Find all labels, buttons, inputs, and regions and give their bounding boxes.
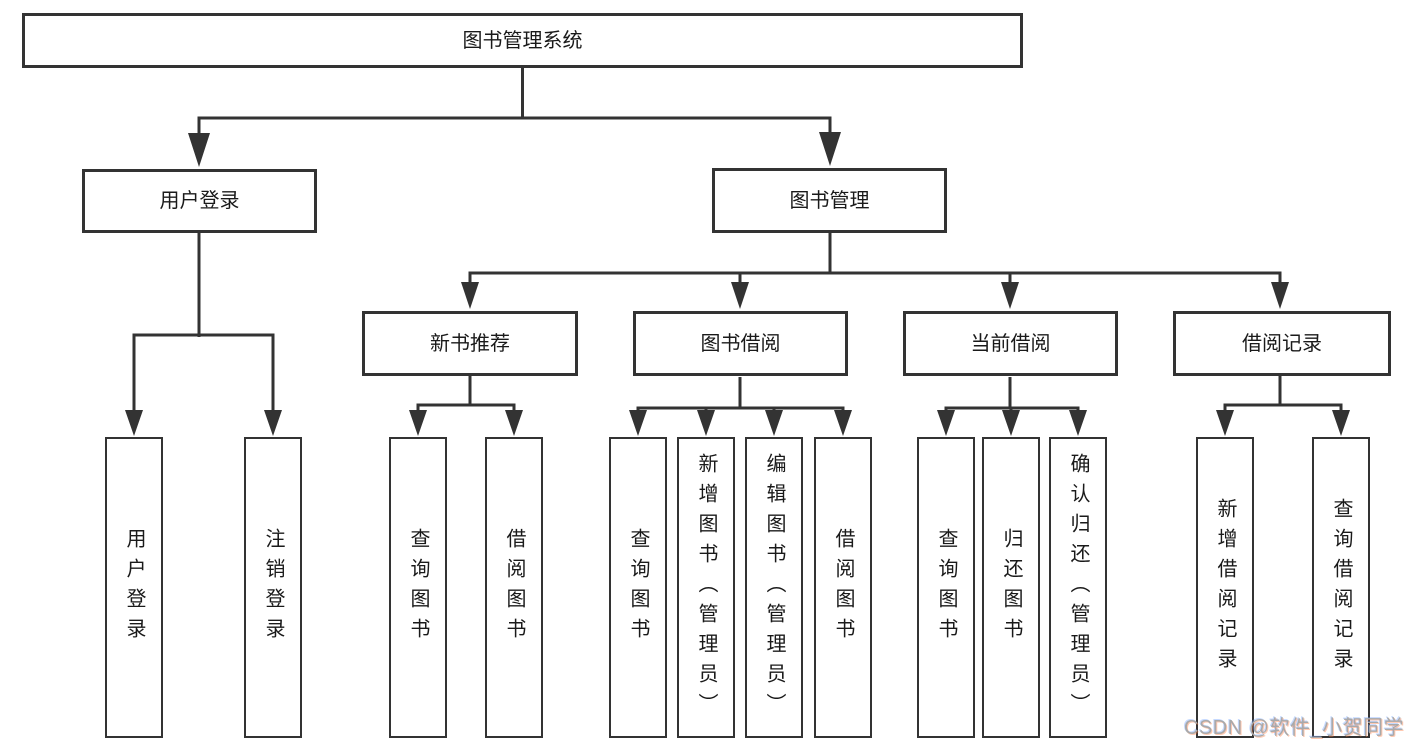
connector-book-mgmt-to-level2 bbox=[468, 231, 1282, 298]
arrowheads-level2 bbox=[461, 282, 1289, 309]
leaf-user-login: 用户登录 bbox=[105, 437, 163, 738]
connector-borrow-record-branch bbox=[1223, 375, 1343, 423]
leaf-label: 借阅图书 bbox=[503, 527, 525, 648]
node-current-borrow: 当前借阅 bbox=[903, 311, 1118, 376]
leaf-records-add-record: 新增借阅记录 bbox=[1196, 437, 1254, 738]
leaf-records-query-record: 查询借阅记录 bbox=[1312, 437, 1370, 738]
leaf-label: 确认归还（管理员） bbox=[1067, 452, 1089, 723]
leaf-label: 编辑图书（管理员） bbox=[763, 452, 785, 723]
node-label: 图书借阅 bbox=[700, 332, 781, 355]
node-book-borrow: 图书借阅 bbox=[633, 311, 848, 376]
connector-user-login-branch bbox=[132, 231, 275, 422]
node-label: 新书推荐 bbox=[430, 332, 510, 355]
leaf-recommend-borrow-book: 借阅图书 bbox=[485, 437, 543, 738]
leaf-label: 查询图书 bbox=[935, 527, 957, 648]
leaf-label: 用户登录 bbox=[123, 527, 145, 648]
leaf-borrow-edit-book-admin: 编辑图书（管理员） bbox=[745, 437, 803, 738]
leaf-borrow-add-book-admin: 新增图书（管理员） bbox=[677, 437, 735, 738]
leaf-label: 查询借阅记录 bbox=[1330, 497, 1352, 678]
leaf-label: 查询图书 bbox=[627, 527, 649, 648]
connector-root-to-level1 bbox=[197, 66, 832, 152]
leaf-label: 归还图书 bbox=[1000, 527, 1022, 648]
node-borrow-records: 借阅记录 bbox=[1173, 311, 1391, 376]
node-label: 图书管理 bbox=[789, 189, 870, 212]
connector-book-borrow-branch bbox=[636, 377, 845, 423]
leaf-current-return-book: 归还图书 bbox=[982, 437, 1040, 738]
leaf-label: 新增图书（管理员） bbox=[695, 452, 717, 723]
node-user-login: 用户登录 bbox=[82, 169, 317, 233]
leaf-label: 借阅图书 bbox=[832, 527, 854, 648]
leaf-borrow-borrow-book: 借阅图书 bbox=[814, 437, 872, 738]
node-book-management: 图书管理 bbox=[712, 168, 947, 233]
csdn-watermark: CSDN @软件_小贺同学 bbox=[1184, 717, 1405, 739]
arrowheads-leaves bbox=[125, 410, 1350, 436]
leaf-label: 注销登录 bbox=[262, 527, 284, 648]
node-label: 借阅记录 bbox=[1242, 332, 1322, 355]
arrowheads-level1 bbox=[188, 132, 841, 167]
node-new-book-recommend: 新书推荐 bbox=[362, 311, 578, 376]
node-label: 图书管理系统 bbox=[462, 29, 583, 52]
connector-new-book-branch bbox=[416, 375, 516, 423]
leaf-current-confirm-return-admin: 确认归还（管理员） bbox=[1049, 437, 1107, 738]
node-library-management-system: 图书管理系统 bbox=[22, 13, 1023, 68]
node-label: 当前借阅 bbox=[970, 332, 1051, 355]
node-label: 用户登录 bbox=[159, 190, 240, 212]
leaf-label: 新增借阅记录 bbox=[1214, 497, 1236, 678]
leaf-label: 查询图书 bbox=[407, 527, 429, 648]
leaf-recommend-query-book: 查询图书 bbox=[389, 437, 447, 738]
leaf-current-query-book: 查询图书 bbox=[917, 437, 975, 738]
leaf-user-logout: 注销登录 bbox=[244, 437, 302, 738]
leaf-borrow-query-book: 查询图书 bbox=[609, 437, 667, 738]
